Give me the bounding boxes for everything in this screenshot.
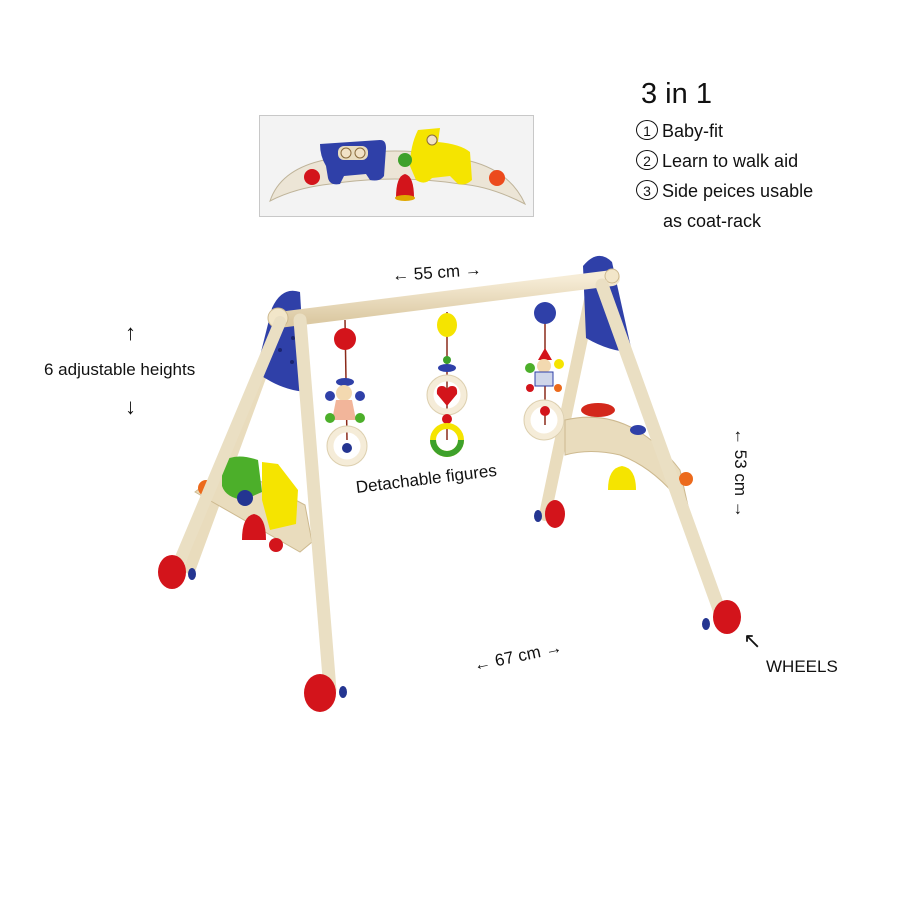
inset-side-piece-image — [259, 115, 534, 217]
headline-3-in-1: 3 in 1 — [641, 78, 712, 110]
arrow-left-icon: ← — [471, 652, 493, 675]
arrow-down-icon: ↓ — [125, 394, 136, 419]
arrow-left-icon: ← — [391, 264, 410, 286]
hanging-figure-heart — [426, 312, 468, 457]
arrow-left-icon: ← — [731, 428, 750, 445]
width-label: 55 cm — [413, 261, 461, 284]
circled-number-2: 2 — [636, 150, 658, 170]
hanging-figure-clown — [523, 302, 565, 441]
feature-2-text: Learn to walk aid — [662, 151, 799, 171]
side-piece-illustration — [269, 128, 527, 206]
circled-number-3: 3 — [636, 180, 658, 200]
arrow-right-icon: → — [464, 259, 483, 281]
circled-number-1: 1 — [636, 120, 658, 140]
height-annotation: ← 53 cm → — [730, 428, 750, 518]
arrow-right-icon: → — [543, 637, 564, 660]
arrow-up-icon: ↑ — [125, 320, 136, 345]
feature-3-continuation: as coat-rack — [663, 211, 762, 231]
feature-1-text: Baby-fit — [662, 121, 724, 141]
wheels-label: WHEELS — [766, 657, 838, 676]
arrow-right-icon: → — [731, 500, 750, 518]
arrow-up-left-icon: ↖ — [743, 628, 762, 653]
hanging-figure-doll — [325, 319, 368, 467]
feature-3-text: Side peices usable — [662, 181, 814, 201]
adjustable-heights-label: 6 adjustable heights — [44, 360, 196, 379]
height-label: 53 cm — [731, 449, 750, 497]
